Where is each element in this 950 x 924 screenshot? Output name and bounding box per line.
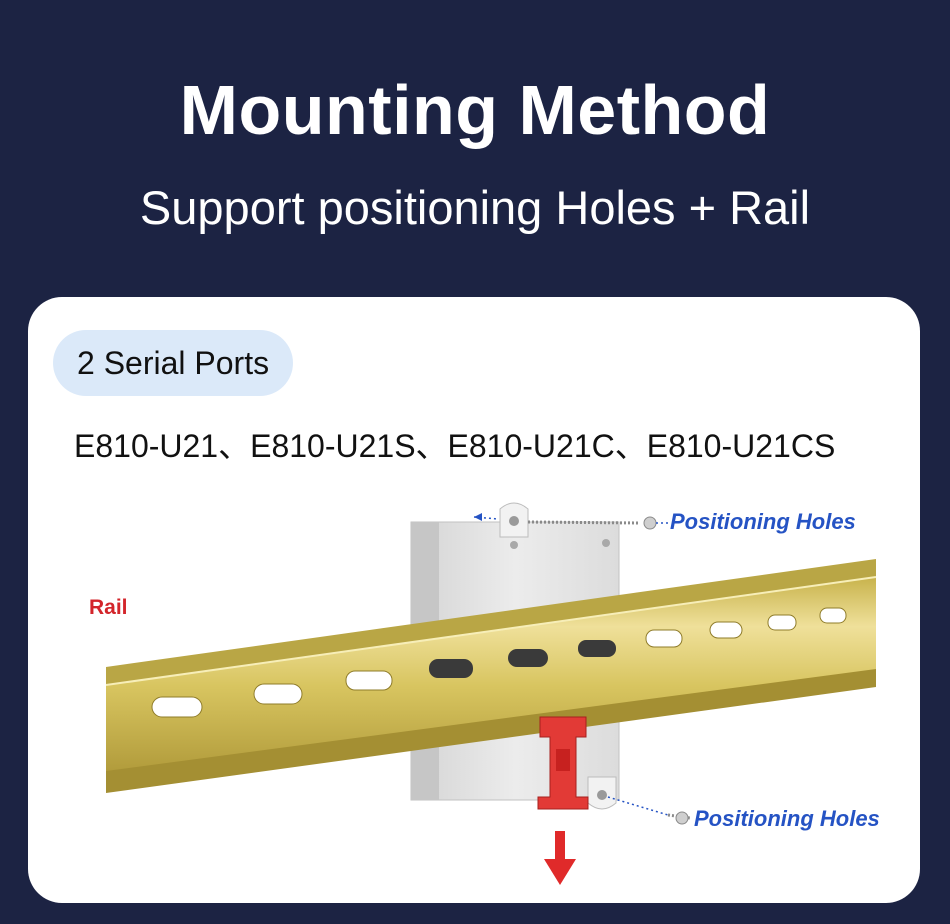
page-subtitle: Support positioning Holes + Rail [139, 181, 811, 234]
din-rail-illustration [105, 502, 877, 885]
bottom-positioning-holes-label: Positioning Holes [694, 806, 880, 831]
bottom-screw-icon [607, 796, 691, 825]
badge-label: 2 Serial Ports [77, 344, 270, 381]
model-list: E810-U21、E810-U21S、E810-U21C、E810-U21CS [74, 428, 836, 464]
page-title: Mounting Method [179, 71, 771, 149]
top-positioning-holes-label: Positioning Holes [670, 509, 856, 534]
din-rail [105, 559, 877, 793]
din-clip [537, 716, 589, 810]
content-card: 2 Serial Ports E810-U21、E810-U21S、E810-U… [28, 297, 920, 903]
top-screw-icon [473, 513, 668, 530]
pull-down-arrow-icon [544, 831, 576, 885]
rail-label: Rail [89, 596, 128, 619]
serial-ports-badge: 2 Serial Ports [53, 330, 294, 396]
